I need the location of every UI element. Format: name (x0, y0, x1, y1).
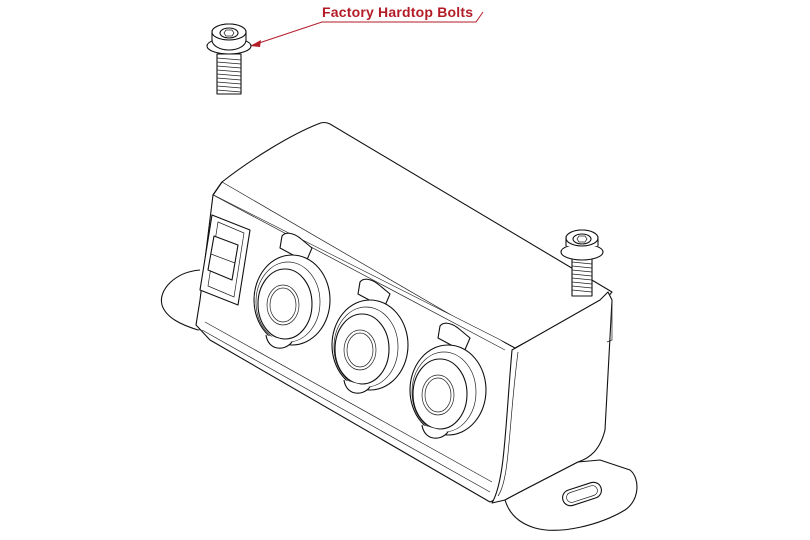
hardtop-bolt-icon (206, 23, 252, 95)
callout-label-hardtop-bolts: Factory Hardtop Bolts (322, 4, 474, 20)
installed-bolt-icon (560, 229, 604, 297)
power-socket-icon-1 (253, 232, 331, 349)
power-socket-icon-3 (409, 322, 487, 439)
power-socket-icon-2 (331, 278, 409, 394)
rocker-switch-icon (199, 214, 251, 306)
callout-leader (250, 11, 484, 47)
